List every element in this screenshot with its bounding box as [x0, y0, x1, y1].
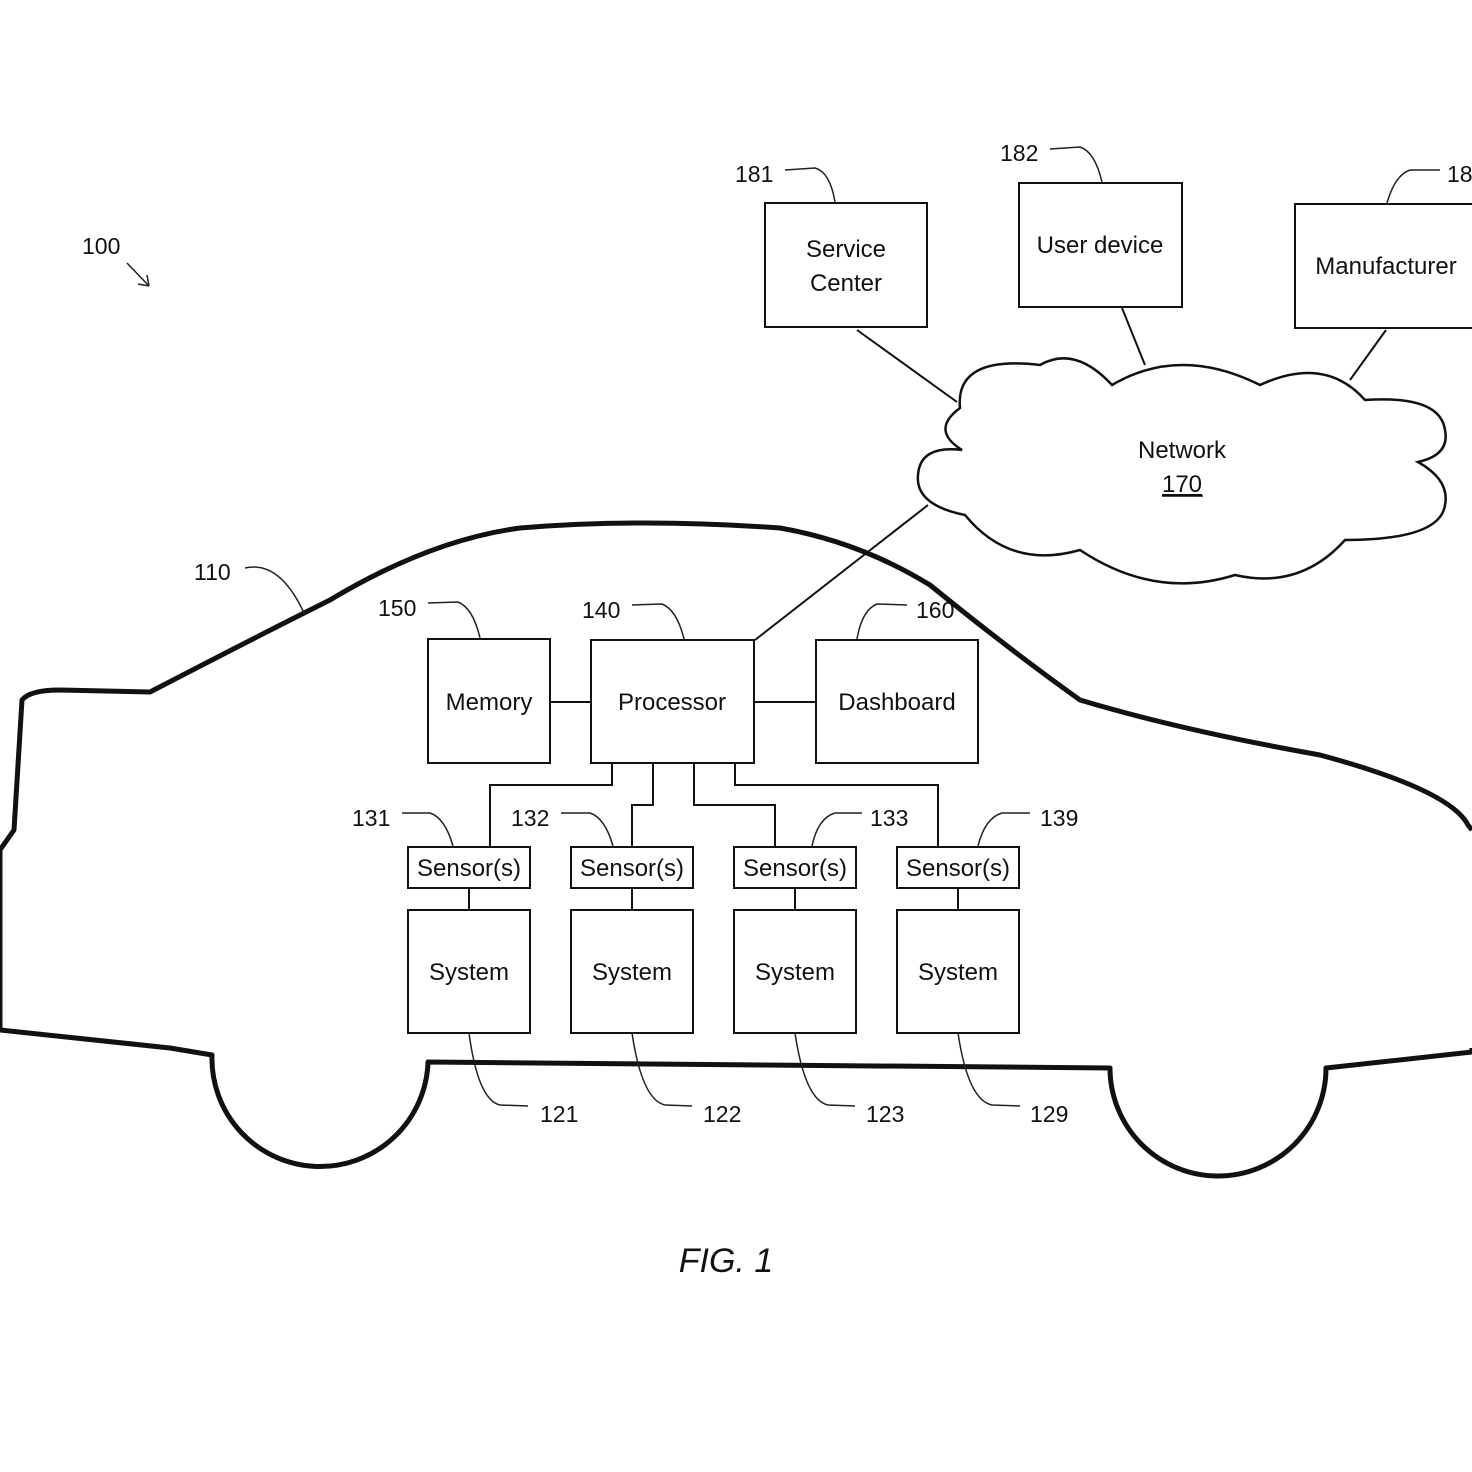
- ref-18x-leader: [1386, 169, 1440, 204]
- ref-123: 123: [866, 1101, 904, 1127]
- system-123-box: [733, 909, 857, 1034]
- link-processor-sensor-132: [631, 763, 654, 847]
- ref-122-leader: [631, 1032, 693, 1107]
- link-processor-network: [754, 504, 929, 641]
- sensor-133-label: Sensor(s): [743, 855, 847, 882]
- ref-110-leader: [244, 566, 306, 616]
- system-129-box: [896, 909, 1020, 1034]
- ref-132-leader: [561, 812, 614, 847]
- ref-140: 140: [582, 597, 620, 623]
- ref-123-leader: [794, 1032, 856, 1107]
- ref-160-leader: [856, 603, 908, 640]
- ref-182-leader: [1049, 146, 1103, 183]
- link-user-device-network: [1121, 307, 1146, 366]
- ref-181: 181: [735, 161, 773, 187]
- service-center-label-line2: Center: [810, 270, 882, 297]
- ref-133: 133: [870, 805, 908, 831]
- ref-122: 122: [703, 1101, 741, 1127]
- system-129-label: System: [918, 959, 998, 986]
- service-center-box: [764, 202, 928, 328]
- ref-110: 110: [194, 559, 231, 585]
- figure-caption: FIG. 1: [679, 1242, 773, 1280]
- ref-129: 129: [1030, 1101, 1068, 1127]
- link-processor-sensor-139: [734, 763, 939, 847]
- link-manufacturer-network: [1349, 329, 1387, 381]
- system-121-label: System: [429, 959, 509, 986]
- ref-160: 160: [916, 597, 954, 623]
- ref-100-arrow: [126, 262, 150, 287]
- system-122-box: [570, 909, 694, 1034]
- manufacturer-box: [1294, 203, 1472, 329]
- network-ref: 170: [1162, 471, 1202, 498]
- sensor-131-label: Sensor(s): [417, 855, 521, 882]
- dashboard-label: Dashboard: [838, 689, 955, 716]
- ref-129-leader: [957, 1032, 1021, 1107]
- ref-139-leader: [977, 812, 1030, 847]
- user-device-label: User device: [1037, 232, 1164, 259]
- sensor-139-label: Sensor(s): [906, 855, 1010, 882]
- dashboard-box: [815, 639, 979, 764]
- ref-150-leader: [427, 601, 481, 639]
- processor-label: Processor: [618, 689, 726, 716]
- system-121-box: [407, 909, 531, 1034]
- ref-131: 131: [352, 805, 390, 831]
- link-processor-sensor-133: [693, 763, 776, 847]
- ref-139: 139: [1040, 805, 1078, 831]
- ref-140-leader: [631, 603, 685, 640]
- system-122-label: System: [592, 959, 672, 986]
- ref-131-leader: [402, 812, 454, 847]
- ref-121: 121: [540, 1101, 578, 1127]
- vehicle-outline: [0, 520, 1472, 1179]
- user-device-box: [1018, 182, 1183, 308]
- ref-150: 150: [378, 595, 416, 621]
- link-processor-sensor-131: [489, 763, 613, 847]
- sensor-133-box: [733, 846, 857, 889]
- network-cloud: [916, 357, 1447, 585]
- ref-182: 182: [1000, 140, 1038, 166]
- service-center-label-line1: Service: [806, 236, 886, 263]
- manufacturer-label: Manufacturer: [1315, 253, 1456, 280]
- ref-121-leader: [468, 1032, 529, 1107]
- memory-label: Memory: [446, 689, 533, 716]
- ref-133-leader: [811, 812, 862, 847]
- link-service-center-network: [856, 329, 958, 403]
- ref-100: 100: [82, 233, 120, 259]
- ref-18x: 18: [1447, 161, 1472, 187]
- network-label: Network: [1138, 437, 1227, 464]
- sensor-131-box: [407, 846, 531, 889]
- system-123-label: System: [755, 959, 835, 986]
- sensor-132-label: Sensor(s): [580, 855, 684, 882]
- ref-181-leader: [784, 167, 836, 203]
- ref-132: 132: [511, 805, 549, 831]
